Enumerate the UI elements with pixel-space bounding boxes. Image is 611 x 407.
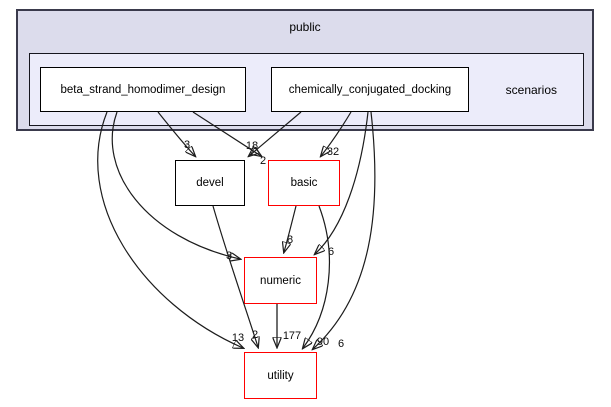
node-beta_strand_homodimer_design[interactable]: beta_strand_homodimer_design: [40, 67, 246, 112]
edge-count-ccd-basic: 32: [327, 146, 339, 158]
edge-bsd-to-utility: [97, 111, 243, 348]
node-basic-label: basic: [290, 177, 318, 189]
edge-count-ccd-devel: 2: [260, 155, 266, 167]
cluster-scenarios-label[interactable]: scenarios: [505, 82, 557, 97]
node-beta_strand_homodimer_design-label: beta_strand_homodimer_design: [60, 83, 226, 96]
node-numeric[interactable]: numeric: [244, 257, 317, 304]
node-basic[interactable]: basic: [268, 160, 340, 206]
node-devel-label: devel: [196, 177, 224, 189]
edge-count-basic-utility: 90: [317, 336, 329, 348]
edge-count-ccd-utility: 6: [338, 338, 344, 350]
cluster-scenarios: beta_strand_homodimer_design chemically_…: [29, 53, 584, 126]
edge-count-devel-utility: 2: [252, 329, 258, 341]
edge-count-basic-numeric: 8: [287, 234, 293, 246]
edge-basic-to-numeric: [284, 205, 297, 252]
cluster-public-label[interactable]: public: [289, 20, 321, 34]
edge-count-bsd-devel: 3: [184, 139, 190, 151]
edge-count-bsd-numeric: 3: [226, 250, 232, 262]
cluster-public: public beta_strand_homodimer_design chem…: [16, 9, 594, 131]
edge-count-bsd-utility: 13: [232, 332, 244, 344]
node-devel[interactable]: devel: [175, 160, 245, 206]
node-utility-label: utility: [267, 369, 294, 382]
node-chemically_conjugated_docking-label: chemically_conjugated_docking: [288, 83, 452, 96]
node-chemically_conjugated_docking[interactable]: chemically_conjugated_docking: [271, 67, 469, 112]
node-numeric-label: numeric: [260, 274, 301, 287]
node-utility[interactable]: utility: [244, 352, 317, 399]
edge-count-numeric-utility: 177: [283, 330, 301, 342]
edge-count-bsd-basic: 18: [246, 140, 258, 152]
edge-count-ccd-numeric: 6: [328, 246, 334, 258]
edge-ccd-to-utility: [313, 111, 376, 349]
